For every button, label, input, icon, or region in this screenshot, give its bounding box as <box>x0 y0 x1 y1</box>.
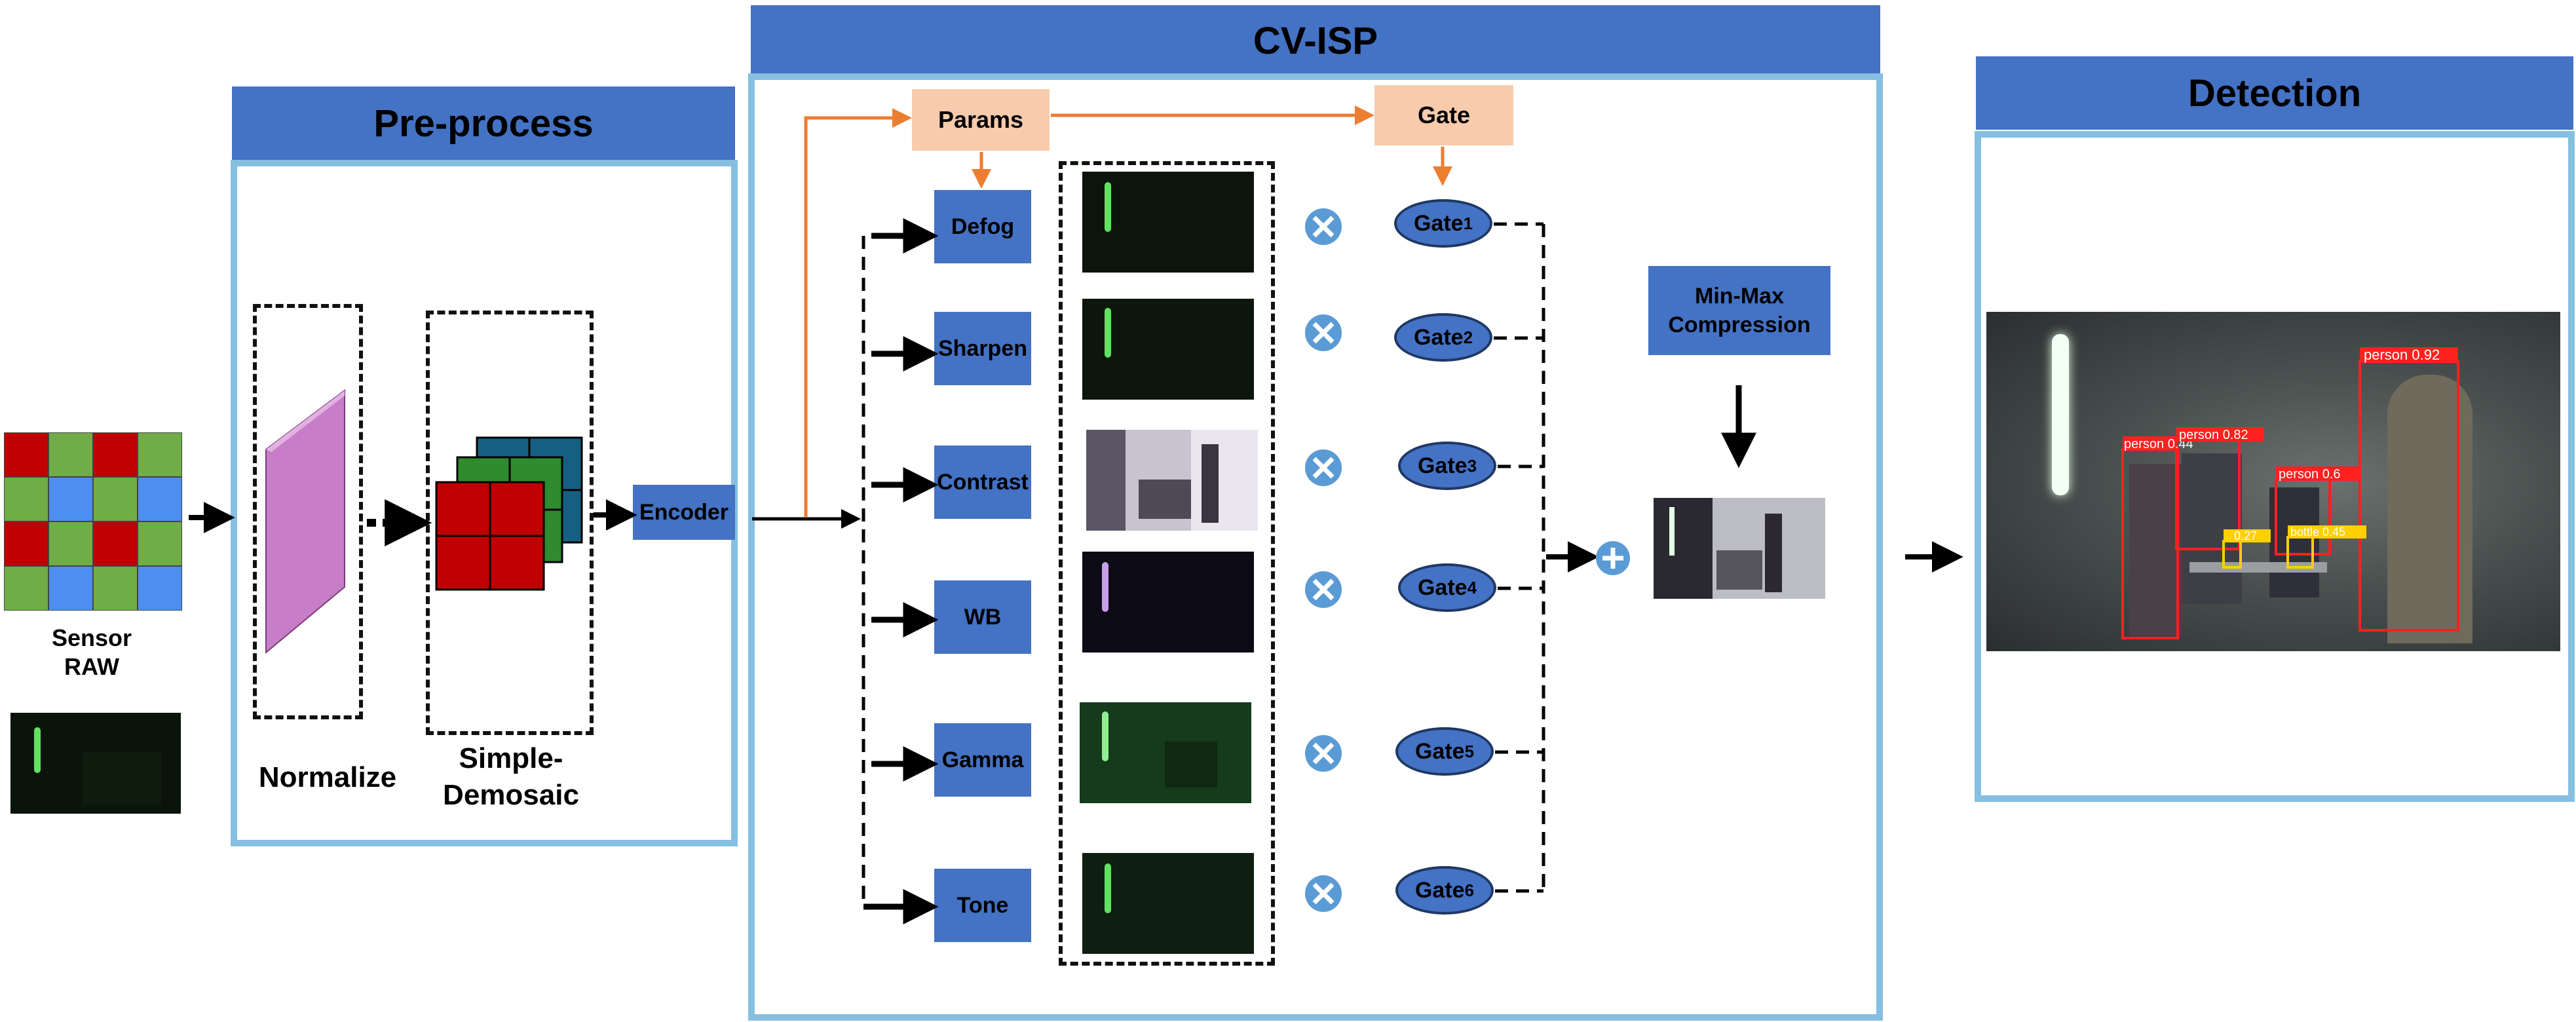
normalize-box <box>253 304 363 719</box>
wb-output-image <box>1082 552 1254 653</box>
cvisp-title: CV-ISP <box>1253 19 1378 62</box>
sensor-label: Sensor RAW <box>51 624 132 680</box>
cvisp-output-image <box>1654 498 1825 599</box>
encoder-block: Encoder <box>633 485 735 540</box>
demosaic-stack <box>435 436 583 591</box>
module-defog: Defog <box>934 190 1031 263</box>
intermediate-images-box <box>1059 161 1275 966</box>
multiply-icons <box>1305 208 1342 912</box>
tone-output-image <box>1082 853 1254 954</box>
cvisp-panel <box>748 73 1883 1021</box>
det-label-027: 0.27 <box>2234 529 2257 542</box>
preprocess-title: Pre-process <box>373 102 594 145</box>
gamma-output-image <box>1080 702 1251 803</box>
raw-thumbnail <box>10 713 181 814</box>
detection-image <box>1986 312 2560 651</box>
sum-icon <box>1596 541 1630 575</box>
det-label-bottle-045: bottle 0.45 <box>2290 525 2345 539</box>
module-tone: Tone <box>934 869 1031 942</box>
minmax-compression-block: Min-Max Compression <box>1648 266 1830 355</box>
module-sharpen: Sharpen <box>934 312 1031 385</box>
module-contrast: Contrast <box>934 445 1031 519</box>
detection-header: Detection <box>1976 56 2573 130</box>
sharpen-output-image <box>1082 299 1254 400</box>
gate-block: Gate <box>1374 85 1513 145</box>
contrast-output-image <box>1086 430 1258 531</box>
det-label-person-06: person 0.6 <box>2279 467 2341 482</box>
demosaic-label: Simple- Demosaic <box>443 742 579 811</box>
arrow-encoder-to-params <box>804 108 912 518</box>
detection-title: Detection <box>2188 71 2362 115</box>
params-block: Params <box>912 89 1050 151</box>
cvisp-header: CV-ISP <box>751 5 1880 76</box>
detection-overlay: person 0.92 person 0.44 person 0.82 pers… <box>2121 347 2459 639</box>
defog-output-image <box>1082 172 1254 273</box>
preprocess-header: Pre-process <box>232 86 735 160</box>
normalize-layer <box>265 389 345 654</box>
module-wb: WB <box>934 580 1031 654</box>
det-label-person-082: person 0.82 <box>2179 428 2248 442</box>
bayer-pattern <box>4 432 182 611</box>
detection-panel <box>1975 131 2575 802</box>
normalize-label: Normalize <box>258 761 397 793</box>
module-gamma: Gamma <box>934 723 1031 797</box>
det-label-person-044: person 0.44 <box>2124 437 2193 451</box>
det-label-person-092: person 0.92 <box>2364 347 2440 363</box>
